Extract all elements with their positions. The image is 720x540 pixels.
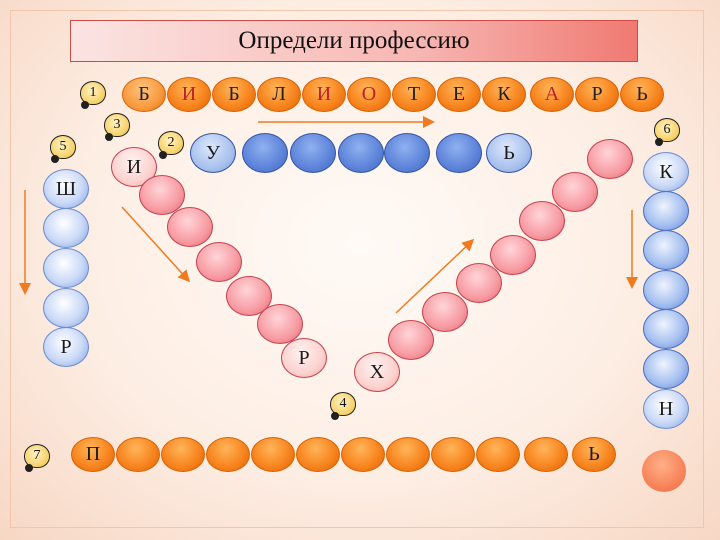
row7-ball-5: [251, 437, 295, 472]
row1-ball-5: И: [302, 77, 346, 112]
row2-ball-6: [436, 133, 482, 173]
row1-ball-9: К: [482, 77, 526, 112]
row5-ball-5: Р: [43, 327, 89, 367]
row6-ball-1: К: [643, 152, 689, 192]
row1-ball-7: Т: [392, 77, 436, 112]
row7-ball-10: [476, 437, 520, 472]
row6-ball-5: [643, 309, 689, 349]
row7-ball-9: [431, 437, 475, 472]
row1-number-badge: 1: [80, 81, 106, 109]
row2-number-badge: 2: [158, 131, 184, 159]
row6-number-badge: 6: [654, 118, 680, 146]
row7-ball-3: [161, 437, 205, 472]
row1-ball-3: Б: [212, 77, 256, 112]
page-title: Определи профессию: [70, 20, 638, 62]
row5-ball-2: [43, 208, 89, 248]
row1-ball-11: Р: [575, 77, 619, 112]
row6-ball-4: [643, 270, 689, 310]
row6-ball-3: [643, 230, 689, 270]
row3-ball-2: [139, 175, 185, 215]
row4-ball-1: Х: [354, 352, 400, 392]
row1-ball-12: Ь: [620, 77, 664, 112]
row2-ball-7: Ь: [486, 133, 532, 173]
page-title-text: Определи профессию: [238, 27, 470, 54]
row4-ball-5: [490, 235, 536, 275]
row2-ball-2: [242, 133, 288, 173]
row6-ball-7: Н: [643, 389, 689, 429]
row2-ball-5: [384, 133, 430, 173]
row6-ball-6: [643, 349, 689, 389]
row3-ball-6: [257, 304, 303, 344]
row7-ball-11: [524, 437, 568, 472]
row7-ball-6: [296, 437, 340, 472]
row7-ball-4: [206, 437, 250, 472]
row5-ball-3: [43, 248, 89, 288]
row7-number-badge: 7: [24, 444, 50, 472]
row4-number-badge: 4: [330, 392, 356, 420]
row2-ball-3: [290, 133, 336, 173]
row1-ball-6: О: [347, 77, 391, 112]
row3-number-badge: 3: [104, 113, 130, 141]
row1-ball-2: И: [167, 77, 211, 112]
row7-ball-2: [116, 437, 160, 472]
row2-ball-1: У: [190, 133, 236, 173]
row3-ball-3: [167, 207, 213, 247]
row4-ball-3: [422, 292, 468, 332]
row7-ball-12: Ь: [572, 437, 616, 472]
row1-ball-1: Б: [122, 77, 166, 112]
row4-ball-6: [519, 201, 565, 241]
row5-ball-4: [43, 288, 89, 328]
row5-ball-1: Ш: [43, 169, 89, 209]
row1-ball-8: Е: [437, 77, 481, 112]
row7-ball-1: П: [71, 437, 115, 472]
row7-ball-7: [341, 437, 385, 472]
row1-ball-10: А: [530, 77, 574, 112]
decorative-orange-circle: [642, 450, 686, 492]
row3-ball-7: Р: [281, 338, 327, 378]
row7-ball-8: [386, 437, 430, 472]
row1-ball-4: Л: [257, 77, 301, 112]
row3-ball-4: [196, 242, 242, 282]
row4-ball-8: [587, 139, 633, 179]
row4-ball-7: [552, 172, 598, 212]
row2-ball-4: [338, 133, 384, 173]
row5-number-badge: 5: [50, 135, 76, 163]
row4-ball-2: [388, 320, 434, 360]
row4-ball-4: [456, 263, 502, 303]
row6-ball-2: [643, 191, 689, 231]
